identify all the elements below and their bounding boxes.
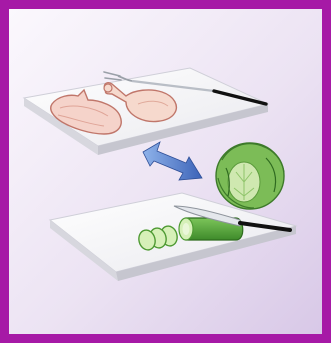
food-safety-illustration [9, 9, 322, 334]
lettuce-icon [216, 143, 284, 209]
